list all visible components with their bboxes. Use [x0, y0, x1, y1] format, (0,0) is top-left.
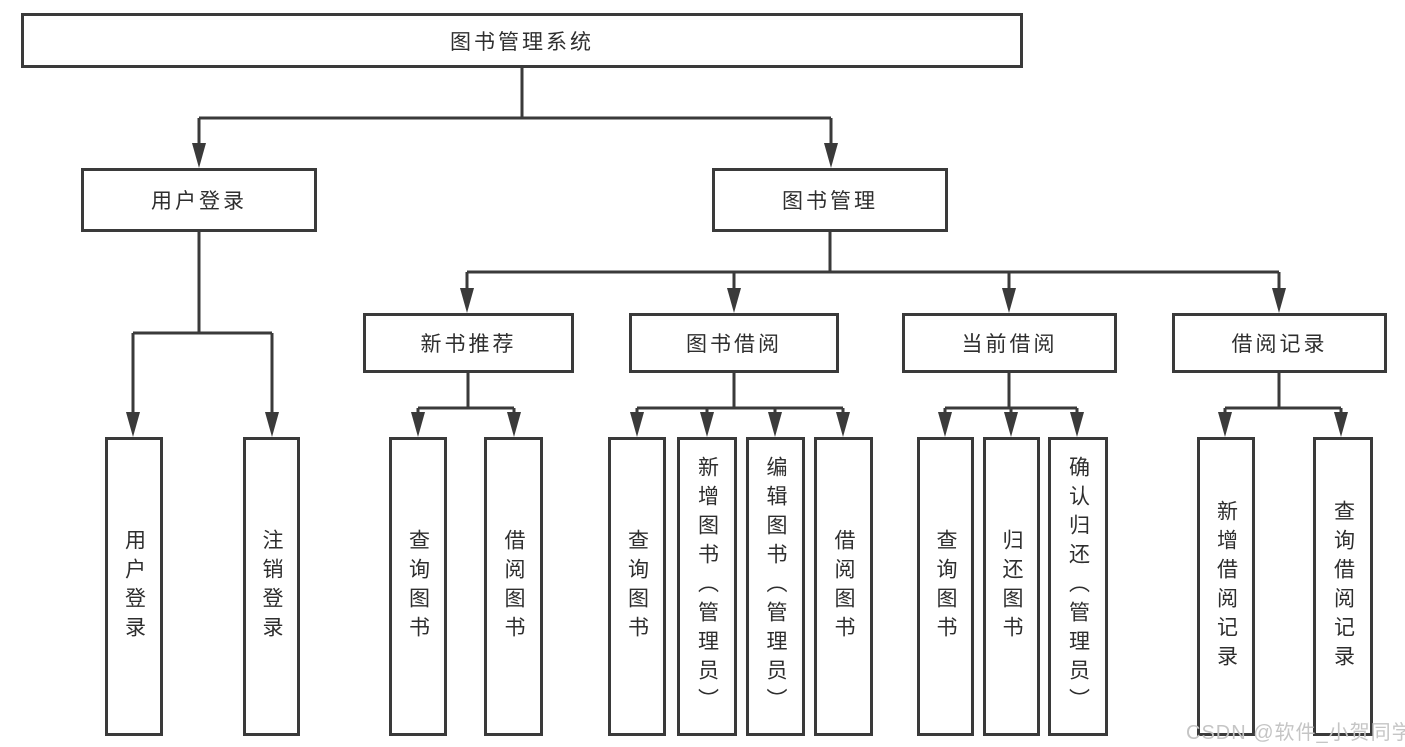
edge-book-borrow-group	[635, 373, 845, 414]
arrowhead	[768, 412, 782, 437]
edge-book-management-group	[465, 232, 1281, 291]
edge-current-borrow-group	[943, 373, 1079, 414]
leaf-recommend-borrow-books: 借阅图书	[484, 437, 543, 736]
leaf-edit-books-admin: 编辑图书（管理员）	[746, 437, 805, 736]
leaf-current-query-books: 查询图书	[917, 437, 974, 736]
leaf-add-books-admin: 新增图书（管理员）	[677, 437, 737, 736]
leaf-confirm-return-admin: 确认归还（管理员）	[1048, 437, 1108, 736]
edge-borrow-records-group	[1223, 373, 1343, 414]
edge-new-book-group	[416, 373, 516, 414]
edge-user-login-group	[131, 232, 274, 415]
watermark-text: CSDN @软件_小贺同学	[1186, 722, 1405, 744]
arrowhead	[460, 288, 474, 313]
leaf-borrow-query-books: 查询图书	[608, 437, 666, 736]
arrowhead	[1218, 412, 1232, 437]
arrowhead	[1002, 288, 1016, 313]
leaf-return-books: 归还图书	[983, 437, 1040, 736]
leaf-user-login: 用户登录	[105, 437, 163, 736]
node-user-login: 用户登录	[81, 168, 317, 232]
arrowhead	[265, 412, 279, 437]
node-book-management: 图书管理	[712, 168, 948, 232]
node-borrow-records: 借阅记录	[1172, 313, 1387, 373]
node-root: 图书管理系统	[21, 13, 1023, 68]
arrowhead	[630, 412, 644, 437]
arrowhead	[1070, 412, 1084, 437]
leaf-query-borrow-record: 查询借阅记录	[1313, 437, 1373, 736]
arrowhead	[836, 412, 850, 437]
edge-root-to-level2	[197, 68, 833, 146]
node-current-borrow: 当前借阅	[902, 313, 1117, 373]
arrowhead	[192, 143, 206, 168]
arrowhead	[727, 288, 741, 313]
arrowhead	[938, 412, 952, 437]
arrowhead	[1004, 412, 1018, 437]
leaf-borrow-books: 借阅图书	[814, 437, 873, 736]
leaf-logout: 注销登录	[243, 437, 300, 736]
arrowhead	[411, 412, 425, 437]
leaf-recommend-query-books: 查询图书	[389, 437, 447, 736]
arrowhead	[700, 412, 714, 437]
node-book-borrow: 图书借阅	[629, 313, 839, 373]
arrowhead	[824, 143, 838, 168]
arrowhead	[507, 412, 521, 437]
arrowhead	[1334, 412, 1348, 437]
leaf-add-borrow-record: 新增借阅记录	[1197, 437, 1255, 736]
arrowhead	[126, 412, 140, 437]
node-new-book-recommend: 新书推荐	[363, 313, 574, 373]
arrowhead	[1272, 288, 1286, 313]
